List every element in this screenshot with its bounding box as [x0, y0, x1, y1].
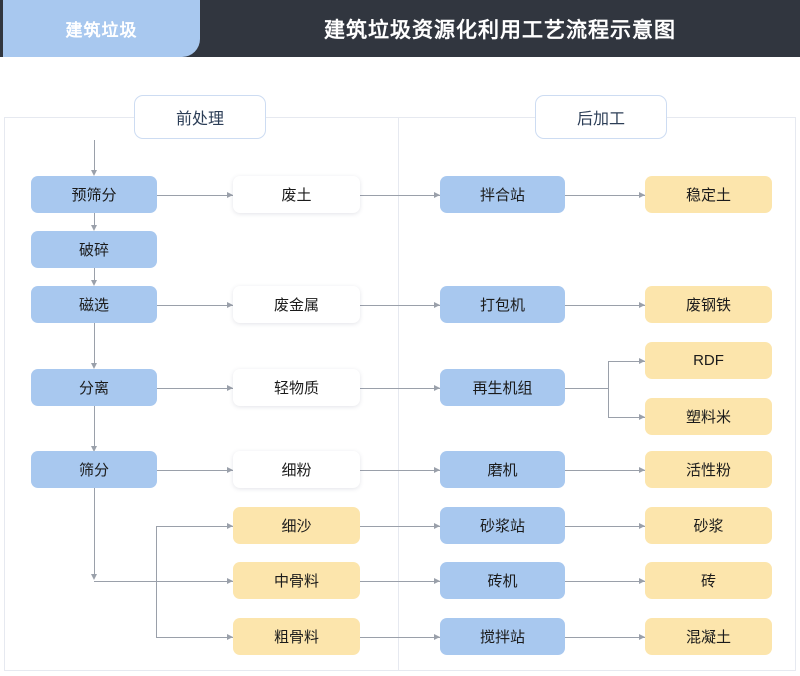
connector-screen-down	[94, 488, 95, 574]
node-active-powder[interactable]: 活性粉	[645, 451, 772, 488]
connector-prescreen-to-waste-soil	[157, 195, 233, 196]
node-separate[interactable]: 分离	[31, 369, 157, 406]
arrowhead-separate-to-screen	[90, 446, 97, 452]
node-mortar[interactable]: 砂浆	[645, 507, 772, 544]
connector-mortar-station-to-mortar	[565, 526, 645, 527]
connector-magnetic-to-separate	[94, 323, 95, 363]
node-scrap-steel[interactable]: 废钢铁	[645, 286, 772, 323]
section-label-post-process: 后加工	[535, 95, 667, 139]
page-title: 建筑垃圾资源化利用工艺流程示意图	[324, 18, 676, 42]
connector-separate-to-screen	[94, 406, 95, 446]
connector-mill-to-active-powder	[565, 470, 645, 471]
node-medium-agg[interactable]: 中骨料	[233, 562, 360, 599]
node-mill[interactable]: 磨机	[440, 451, 565, 488]
arrowhead-mill-to-active-powder	[639, 466, 645, 473]
arrowhead-regen-unit-to-plastic-pellet	[639, 413, 645, 420]
arrowhead-light-matter-to-regen-unit	[434, 384, 440, 391]
connector-baler-to-scrap-steel	[565, 305, 645, 306]
arrowhead-medium-agg-to-brick-machine	[434, 577, 440, 584]
diagram-panel	[4, 117, 796, 671]
node-plastic-pellet[interactable]: 塑料米	[645, 398, 772, 435]
node-fine-powder[interactable]: 细粉	[233, 451, 360, 488]
arrowhead-baler-to-scrap-steel	[639, 301, 645, 308]
connector-mixing-station-to-stabilized-soil	[565, 195, 645, 196]
node-stabilized-soil[interactable]: 稳定土	[645, 176, 772, 213]
connector-prescreen-to-crush	[94, 213, 95, 225]
node-concrete-plant[interactable]: 搅拌站	[440, 618, 565, 655]
connector-fine-sand-to-mortar-station	[360, 526, 440, 527]
arrowhead-screen-to-medium-agg	[227, 577, 233, 584]
node-brick-machine[interactable]: 砖机	[440, 562, 565, 599]
connector-crush-to-magnetic	[94, 268, 95, 280]
node-mixing-station[interactable]: 拌合站	[440, 176, 565, 213]
node-magnetic[interactable]: 磁选	[31, 286, 157, 323]
node-waste-soil[interactable]: 废土	[233, 176, 360, 213]
connector-light-matter-to-regen-unit	[360, 388, 440, 389]
connector-regen-unit-to-rdf	[608, 361, 645, 362]
arrowhead-crush-to-magnetic	[90, 280, 97, 286]
node-rdf[interactable]: RDF	[645, 342, 772, 379]
node-crush[interactable]: 破碎	[31, 231, 157, 268]
node-coarse-agg[interactable]: 粗骨料	[233, 618, 360, 655]
header-tab-construction-waste[interactable]: 建筑垃圾	[3, 0, 200, 57]
arrowhead-tab-to-prescreen	[90, 170, 97, 176]
connector-magnetic-to-waste-metal	[157, 305, 233, 306]
arrowhead-brick-machine-to-brick	[639, 577, 645, 584]
arrowhead-regen-unit-to-rdf	[639, 357, 645, 364]
section-label-pre-process: 前处理	[134, 95, 266, 139]
arrowhead-magnetic-to-waste-metal	[227, 301, 233, 308]
arrowhead-bus-to-coarse-agg	[227, 633, 233, 640]
node-waste-metal[interactable]: 废金属	[233, 286, 360, 323]
arrowhead-waste-soil-to-mixing-station	[434, 191, 440, 198]
connector-brick-machine-to-brick	[565, 581, 645, 582]
node-concrete[interactable]: 混凝土	[645, 618, 772, 655]
connector-concrete-plant-to-concrete	[565, 637, 645, 638]
arrowhead-coarse-agg-to-concrete-plant	[434, 633, 440, 640]
node-pre-screen[interactable]: 预筛分	[31, 176, 157, 213]
connector-separate-to-light-matter	[157, 388, 233, 389]
section-vertical-divider	[398, 117, 399, 671]
connector-screen-to-medium-agg	[94, 581, 233, 582]
panel-top-divider	[4, 117, 796, 118]
node-brick[interactable]: 砖	[645, 562, 772, 599]
connector-fine-powder-to-mill	[360, 470, 440, 471]
connector-regen-unit-bracket	[608, 361, 609, 417]
arrowhead-separate-to-light-matter	[227, 384, 233, 391]
arrowhead-magnetic-to-separate	[90, 363, 97, 369]
connector-waste-metal-to-baler	[360, 305, 440, 306]
connector-bus-to-coarse-agg	[156, 637, 233, 638]
arrowhead-mortar-station-to-mortar	[639, 522, 645, 529]
connector-bus-to-fine-sand	[156, 526, 233, 527]
node-regen-unit[interactable]: 再生机组	[440, 369, 565, 406]
node-fine-sand[interactable]: 细沙	[233, 507, 360, 544]
arrowhead-fine-powder-to-mill	[434, 466, 440, 473]
connector-regen-unit-stem	[565, 388, 609, 389]
connector-waste-soil-to-mixing-station	[360, 195, 440, 196]
arrowhead-concrete-plant-to-concrete	[639, 633, 645, 640]
node-light-matter[interactable]: 轻物质	[233, 369, 360, 406]
connector-tab-to-prescreen	[94, 140, 95, 170]
node-baler[interactable]: 打包机	[440, 286, 565, 323]
connector-aggregate-bus	[156, 526, 157, 637]
arrowhead-bus-to-fine-sand	[227, 522, 233, 529]
connector-screen-to-fine-powder	[157, 470, 233, 471]
arrowhead-mixing-station-to-stabilized-soil	[639, 191, 645, 198]
arrowhead-screen-to-fine-powder	[227, 466, 233, 473]
connector-coarse-agg-to-concrete-plant	[360, 637, 440, 638]
arrowhead-screen-down	[90, 574, 97, 580]
arrowhead-prescreen-to-waste-soil	[227, 191, 233, 198]
arrowhead-waste-metal-to-baler	[434, 301, 440, 308]
arrowhead-prescreen-to-crush	[90, 225, 97, 231]
node-screen[interactable]: 筛分	[31, 451, 157, 488]
arrowhead-fine-sand-to-mortar-station	[434, 522, 440, 529]
connector-regen-unit-to-plastic-pellet	[608, 417, 645, 418]
connector-medium-agg-to-brick-machine	[360, 581, 440, 582]
node-mortar-station[interactable]: 砂浆站	[440, 507, 565, 544]
